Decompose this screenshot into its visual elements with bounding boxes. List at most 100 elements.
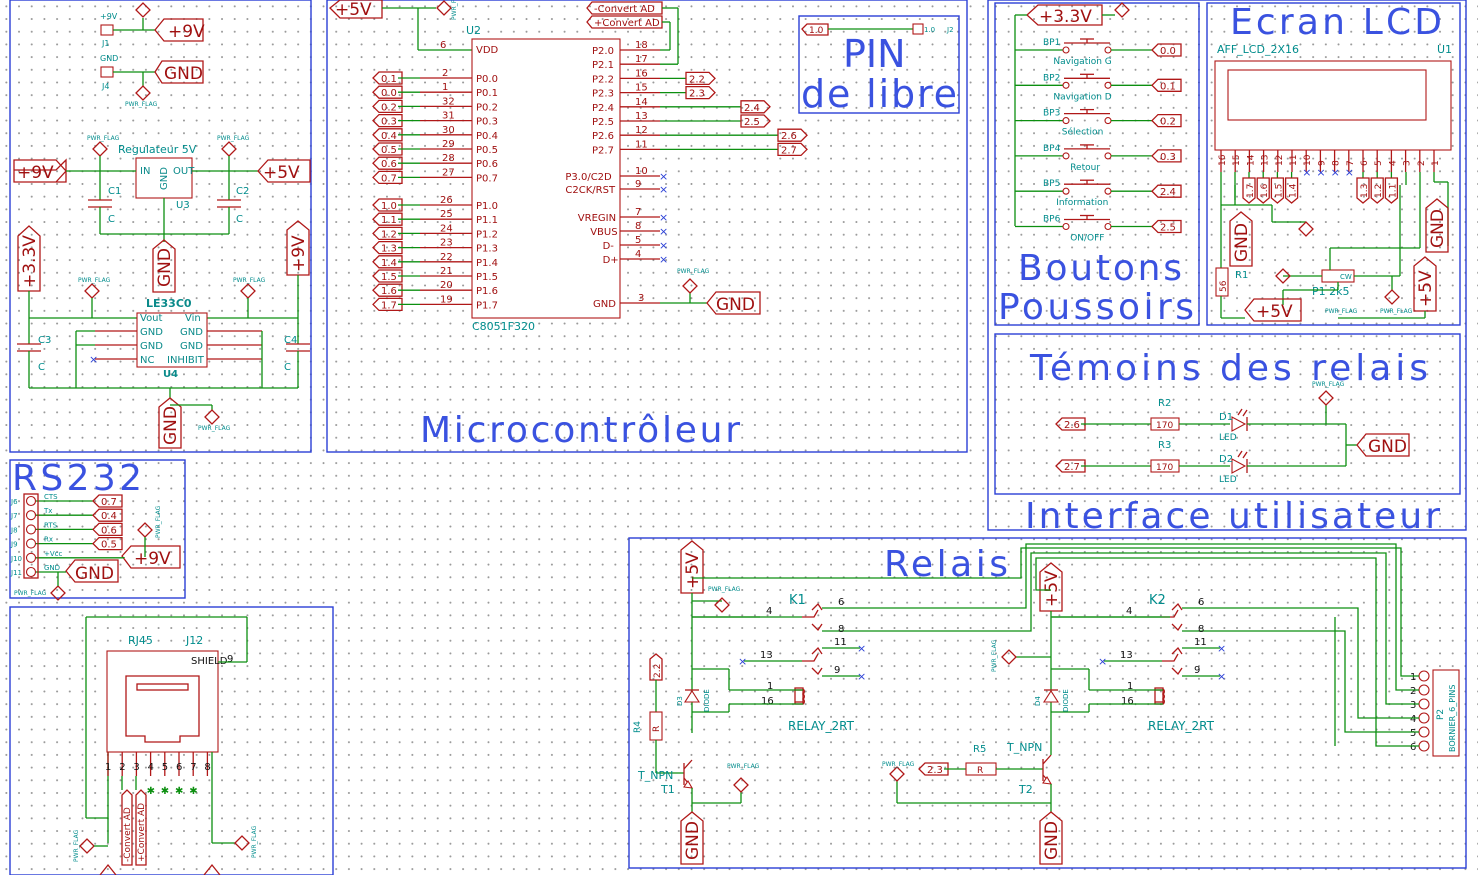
relay-pin8: 8 (1198, 624, 1204, 635)
j4-ref: J4 (101, 82, 109, 91)
pwr-flag-icon (733, 777, 749, 793)
mcu-pin-name-p2-3: P2.3 (592, 89, 614, 100)
net-label-p0-6-text: 0.6 (381, 159, 397, 170)
button-label-3: Retour (1070, 163, 1100, 173)
net-label-button-1 (1151, 78, 1182, 92)
pwr-flag-label: PWR_FLAG (1325, 308, 1358, 315)
mcu-pin-name-p1-6: P1.6 (476, 286, 498, 297)
rj45-jack-icon (125, 675, 200, 743)
rj45-pin-num-4: 4 (148, 762, 154, 773)
pwr-flag-icon (436, 0, 452, 16)
net-label-p2-3-text: 2.3 (689, 89, 705, 100)
c2-ref: C2 (236, 186, 249, 197)
mcu-pin-num-p1-0: 26 (440, 195, 453, 206)
power-port-gnd-mcu (706, 291, 761, 315)
j4-pin-label: GND (100, 54, 118, 63)
rs232-pin-3 (25, 538, 37, 549)
net-label-lcd-r0-text: 1.3 (1360, 184, 1370, 198)
d3-type: DIODE (703, 689, 711, 712)
title-pin: PIN (843, 32, 906, 76)
pwr-flag-label: PWR_FLAG (677, 268, 710, 275)
net-label-button-2 (1151, 113, 1182, 128)
no-connect-icon: × (659, 211, 668, 224)
pwr-flag-label: PWR_FLAG (708, 586, 741, 593)
c2-value: C (236, 214, 243, 225)
power-port-5v-mcu (329, 0, 383, 19)
net-label-lcd-r1-text: 1.2 (1374, 184, 1384, 198)
mcu-pin-num-p2-3: 15 (635, 83, 648, 94)
power-port-5v-relay2-label: +5V (1042, 570, 1062, 607)
rs232-pin-0 (25, 495, 37, 507)
mcu-pin-name-p0-1: P0.1 (476, 88, 498, 99)
bornier-pin-5 (1418, 726, 1430, 738)
net-label-button-1-text: 0.1 (1160, 81, 1176, 92)
power-port-9v-rs232-label: +9V (134, 549, 171, 569)
temoin-d-type-1: LED (1219, 475, 1237, 485)
lcd-part: AFF_LCD_2X16 (1217, 43, 1299, 56)
net-label-rs232-3-text: 0.5 (101, 540, 117, 551)
reg-gnd-label: GND (159, 167, 170, 190)
no-connect-icon: ✱ (147, 786, 155, 797)
diode-d4 (1042, 689, 1060, 703)
transistor-arrow (1042, 775, 1053, 785)
c1-ref: C1 (108, 186, 121, 197)
rs232-j-3: J9 (10, 541, 18, 549)
led-light-icon (1237, 408, 1248, 417)
microcontroller-block: +5V PWR_FLAG U2 C8051F320 6 VDD GND 3 PW… (329, 0, 808, 333)
temoin-r-ref-0: R2 (1158, 398, 1171, 409)
lcd-pin-num-16: 16 (1218, 154, 1228, 166)
lcd-pin-num-12: 12 (1275, 155, 1285, 166)
mcu-pin-name-p1-3: P1.3 (476, 244, 498, 255)
lcd-ref: U1 (1437, 43, 1452, 56)
bornier-pin-6 (1418, 740, 1430, 752)
temoin-d-ref-0: D1 (1219, 412, 1233, 423)
temoin-d-ref-1: D2 (1219, 454, 1233, 465)
pwr-flag-icon (1114, 2, 1130, 18)
button-label-4: Information (1056, 198, 1108, 208)
mcu-pin-num-p0-2: 32 (442, 96, 455, 107)
frame-alimentation (9, 0, 312, 453)
power-port-5v-relay2 (1039, 562, 1063, 612)
relay-pin11: 11 (834, 637, 847, 648)
relay-contact-arrow (1171, 667, 1183, 676)
u4-ref: U4 (163, 369, 178, 380)
temoin-r-ref-1: R3 (1158, 440, 1171, 451)
power-port-9v-le-label: +9V (289, 235, 309, 272)
pwr-flag-label: PWR_FLAG (125, 101, 158, 108)
net-label-p0-2-text: 0.2 (381, 102, 397, 113)
pwr-flag-label: PWR_FLAG (217, 135, 250, 142)
mcu-pin-name-p0-0: P0.0 (476, 74, 498, 85)
mcu-pin-num-p1-3: 23 (440, 238, 453, 249)
net-label-button-3 (1151, 149, 1182, 163)
net-label-lcd-l2 (1270, 177, 1285, 204)
rs232-j-4: J10 (10, 555, 22, 563)
net-label-p1-4-text: 1.4 (381, 258, 397, 269)
mcu-pin-num-p2-6: 12 (635, 125, 648, 136)
relay-pin8: 8 (838, 624, 844, 635)
power-port-gnd-lcd2-label: GND (1428, 209, 1448, 248)
rj45-pin-num-3: 3 (133, 762, 139, 773)
pwr-flag-icon (1384, 289, 1400, 305)
pwr-flag-label: PWR_FLAG (1312, 381, 1345, 388)
relay-part-k2: RELAY_2RT (1148, 719, 1215, 733)
net-label-p2-4 (740, 100, 771, 114)
lcd-pin-num-8: 8 (1332, 160, 1342, 166)
power-port-5v-lcd-label: +5V (1256, 302, 1293, 322)
rj45-contacts (136, 683, 189, 691)
net-label-rs232-0-text: 0.7 (101, 497, 117, 508)
net-label-button-0 (1151, 43, 1182, 57)
button-contact (1062, 187, 1070, 195)
pwr-flag-icon (84, 283, 100, 299)
lcd-pin-num-1: 1 (1431, 160, 1441, 166)
bornier-pin-num-4: 4 (1410, 714, 1416, 725)
rs232-j-1: J7 (10, 512, 18, 520)
power-port-gnd-le-label: GND (161, 406, 181, 445)
resistor-r1 (1215, 267, 1229, 297)
le33-vin: Vin (185, 313, 201, 324)
rs232-sig-1: Tx (43, 507, 52, 515)
lcd-pin-num-2: 2 (1417, 160, 1427, 166)
bornier-pin-2 (1418, 684, 1430, 696)
label-convert-minus-rj45 (121, 789, 133, 866)
lcd-pin-num-9: 9 (1317, 160, 1327, 166)
